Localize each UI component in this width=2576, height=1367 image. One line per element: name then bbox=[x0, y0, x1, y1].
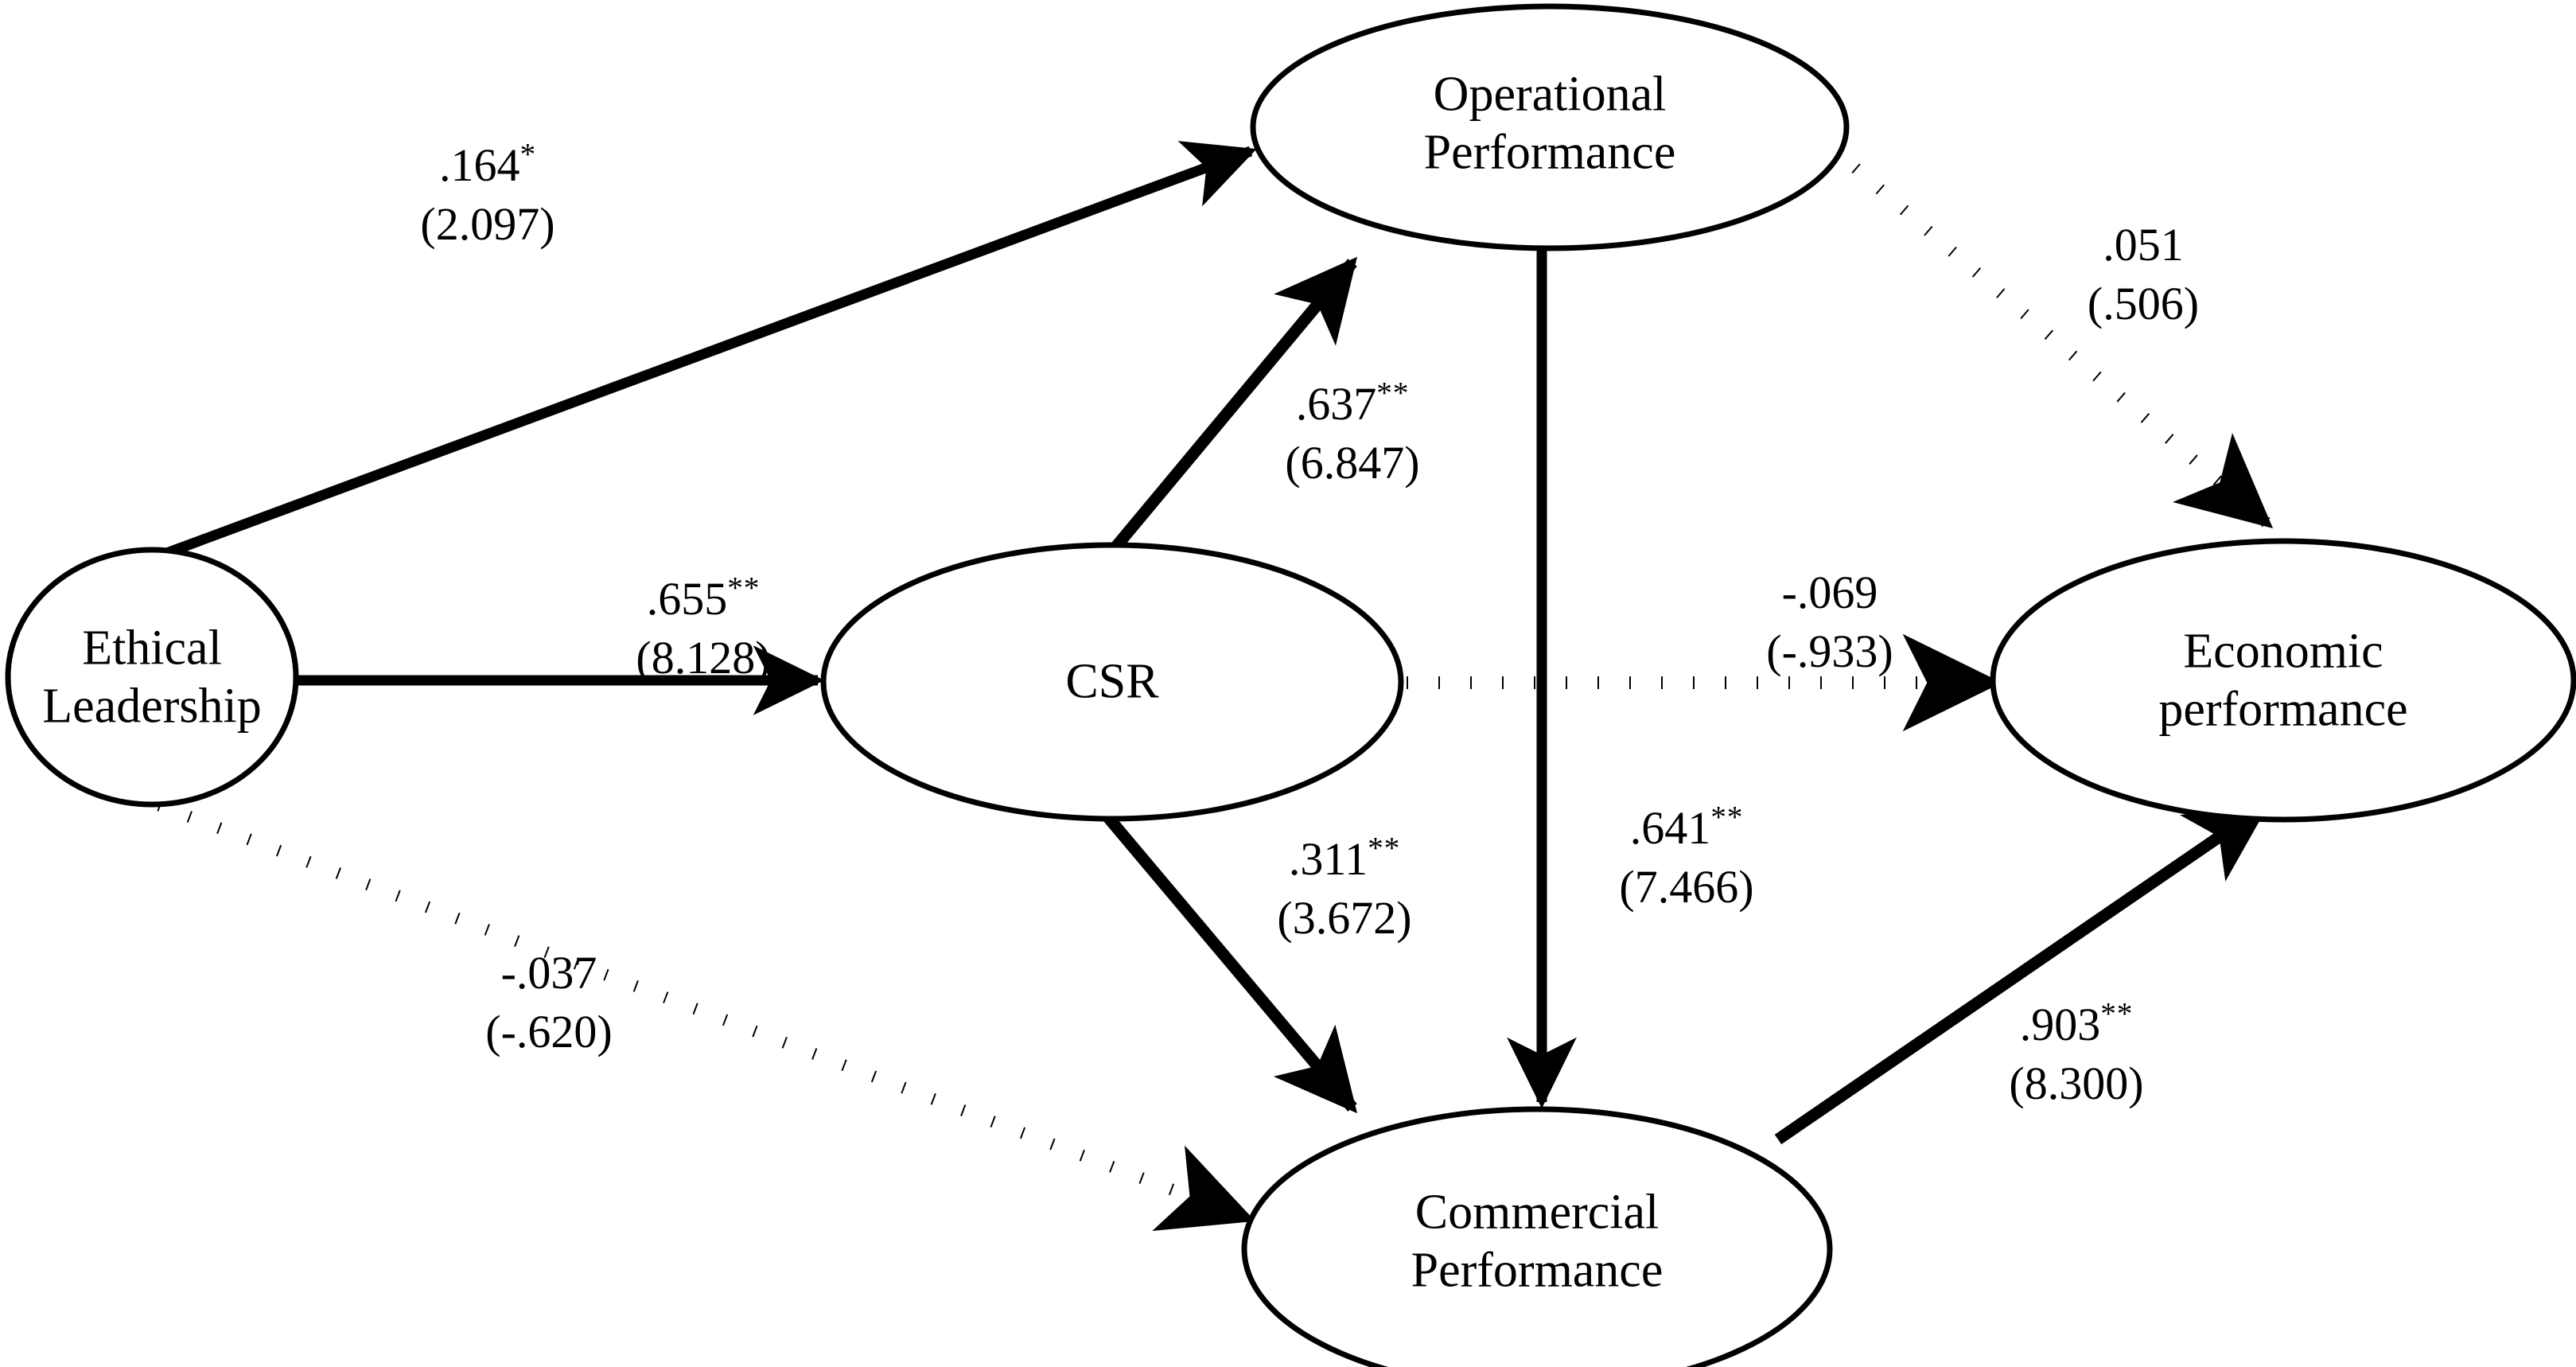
edge-coefficient-op-to-cp: .641 bbox=[1629, 801, 1711, 854]
edge-label-csr-to-cp: .311** (3.672) bbox=[1277, 830, 1411, 948]
edge-label-csr-to-ep: -.069 (-.933) bbox=[1766, 563, 1893, 681]
edge-tvalue-op-to-ep: (.506) bbox=[2087, 278, 2200, 329]
edge-tvalue-csr-to-cp: (3.672) bbox=[1277, 892, 1412, 944]
edge-label-csr-to-op: .637** (6.847) bbox=[1285, 375, 1419, 493]
edge-tvalue-op-to-cp: (7.466) bbox=[1619, 861, 1754, 913]
edge-coefficient-csr-to-op: .637 bbox=[1295, 377, 1377, 430]
edge-coefficient-el-to-op: .164 bbox=[438, 138, 520, 191]
edge-tvalue-csr-to-op: (6.847) bbox=[1285, 437, 1420, 489]
edge-cp-to-ep bbox=[1774, 800, 2271, 1145]
edge-coefficient-csr-to-ep: -.069 bbox=[1781, 566, 1878, 618]
edge-label-cp-to-ep: .903** (8.300) bbox=[2009, 995, 2143, 1113]
edge-tvalue-el-to-op: (2.097) bbox=[420, 198, 555, 250]
node-ellipse-csr[interactable] bbox=[820, 542, 1404, 822]
edge-significance-el-to-csr: ** bbox=[727, 570, 761, 606]
node-ellipse-economic-performance[interactable] bbox=[1990, 538, 2576, 823]
edge-label-el-to-cp: -.037 (-.620) bbox=[485, 944, 612, 1061]
edge-coefficient-csr-to-cp: .311 bbox=[1288, 832, 1368, 885]
edge-label-el-to-op: .164* (2.097) bbox=[420, 136, 555, 254]
edge-coefficient-el-to-cp: -.037 bbox=[500, 946, 597, 999]
edge-csr-to-op bbox=[1103, 256, 1357, 561]
node-ellipse-ethical-leadership[interactable] bbox=[5, 547, 299, 808]
edge-coefficient-el-to-csr: .655 bbox=[646, 572, 728, 625]
edge-label-op-to-ep: .051 (.506) bbox=[2088, 216, 2199, 333]
edge-el-to-op bbox=[154, 141, 1257, 563]
edge-csr-to-cp bbox=[1093, 801, 1358, 1114]
edge-op-to-ep bbox=[1827, 142, 2274, 528]
edge-significance-csr-to-cp: ** bbox=[1368, 830, 1401, 866]
edge-coefficient-op-to-ep: .051 bbox=[2103, 218, 2184, 271]
edge-tvalue-el-to-csr: (8.128) bbox=[636, 632, 771, 684]
edge-significance-csr-to-op: ** bbox=[1376, 375, 1410, 411]
edge-label-el-to-csr: .655** (8.128) bbox=[636, 570, 770, 687]
edge-el-to-cp bbox=[157, 799, 1255, 1231]
edge-significance-cp-to-ep: ** bbox=[2100, 995, 2134, 1031]
edge-tvalue-cp-to-ep: (8.300) bbox=[2009, 1057, 2144, 1109]
edge-coefficient-cp-to-ep: .903 bbox=[2019, 998, 2101, 1050]
edge-label-op-to-cp: .641** (7.466) bbox=[1619, 799, 1753, 917]
node-ellipse-operational-performance[interactable] bbox=[1250, 3, 1850, 251]
node-ellipse-commercial-performance[interactable] bbox=[1241, 1106, 1833, 1367]
edge-significance-el-to-op: * bbox=[519, 136, 536, 172]
edge-tvalue-el-to-cp: (-.620) bbox=[485, 1006, 613, 1057]
edge-significance-op-to-cp: ** bbox=[1710, 799, 1744, 835]
edge-tvalue-csr-to-ep: (-.933) bbox=[1766, 625, 1893, 677]
